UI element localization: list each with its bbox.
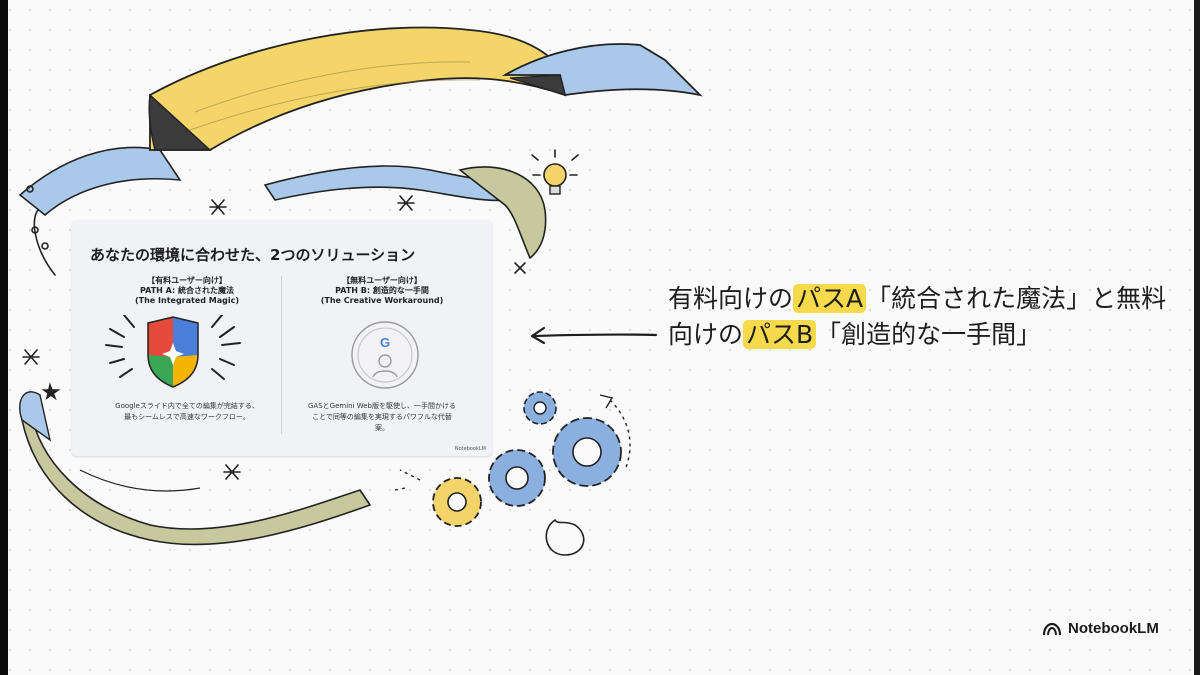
path-a-description: Googleスライド内で全ての編集が完結する、 最もシームレスで高速なワークフロ… <box>92 401 282 423</box>
path-b-header: 【無料ユーザー向け】 PATH B: 創造的な一手間 (The Creative… <box>287 276 477 306</box>
path-a-name: PATH A: 統合された魔法 <box>140 286 234 295</box>
notebooklm-brand: NotebookLM <box>1042 620 1159 637</box>
notebooklm-logo-icon <box>1042 622 1062 635</box>
gears-illustration <box>394 391 631 556</box>
path-b-tag: 【無料ユーザー向け】 <box>342 276 422 285</box>
slide-thumbnail: あなたの環境に合わせた、2つのソリューション 【有料ユーザー向け】 PATH A… <box>72 220 492 456</box>
ribbon-bottom <box>19 391 372 546</box>
path-b-description-line-2: ことで同等の編集を実現するパワフルな代替 <box>312 413 452 421</box>
path-a-header: 【有料ユーザー向け】 PATH A: 統合された魔法 (The Integrat… <box>92 276 282 306</box>
right-edge-bar <box>1194 0 1200 675</box>
brand-name: NotebookLM <box>1068 620 1159 637</box>
path-a-description-line-1: Googleスライド内で全ての編集が完結する、 <box>115 402 259 410</box>
slide-title: あなたの環境に合わせた、2つのソリューション <box>90 246 416 264</box>
path-b-description: GASとGemini Web版を駆使し、一手間かける ことで同等の編集を実現する… <box>287 401 477 434</box>
caption-part-3: 「創造的な一手間」 <box>816 320 1042 349</box>
arrow-left-icon <box>530 326 658 345</box>
caption-part-1: 有料向けの <box>668 284 794 313</box>
google-g-letter: G <box>380 335 390 350</box>
gear-medium-middle <box>488 449 546 507</box>
caption-text: 有料向けのパスA「統合された魔法」と無料向けのパスB「創造的な一手間」 <box>668 281 1168 353</box>
lightbulb-icon <box>531 149 579 195</box>
google-badge-icon: G <box>351 321 419 389</box>
path-b-description-line-1: GASとGemini Web版を駆使し、一手間かける <box>307 402 457 410</box>
caption-highlight-path-a: パスA <box>793 284 867 313</box>
column-divider <box>281 276 282 434</box>
path-a-description-line-2: 最もシームレスで高速なワークフロー。 <box>124 413 250 421</box>
doodle-marks <box>22 185 526 480</box>
caption-highlight-path-b: パスB <box>743 320 817 349</box>
path-b-description-line-3: 案。 <box>375 424 389 432</box>
path-b-english: (The Creative Workaround) <box>320 296 444 305</box>
ribbon-banner-top <box>18 26 703 217</box>
path-a-english: (The Integrated Magic) <box>135 296 239 305</box>
caption-part-2: 「統合された魔法」と無料向けの <box>668 284 1167 349</box>
gear-yellow-left <box>432 477 482 527</box>
path-a-tag: 【有料ユーザー向け】 <box>147 276 227 285</box>
ribbon-middle <box>263 165 547 260</box>
slide-watermark: NotebookLM <box>454 446 486 452</box>
google-shield-icon <box>105 315 241 388</box>
gear-large-right <box>552 417 622 487</box>
gear-small-top <box>523 391 557 425</box>
left-edge-bar <box>0 0 8 675</box>
path-b-name: PATH B: 創造的な一手間 <box>335 286 429 295</box>
